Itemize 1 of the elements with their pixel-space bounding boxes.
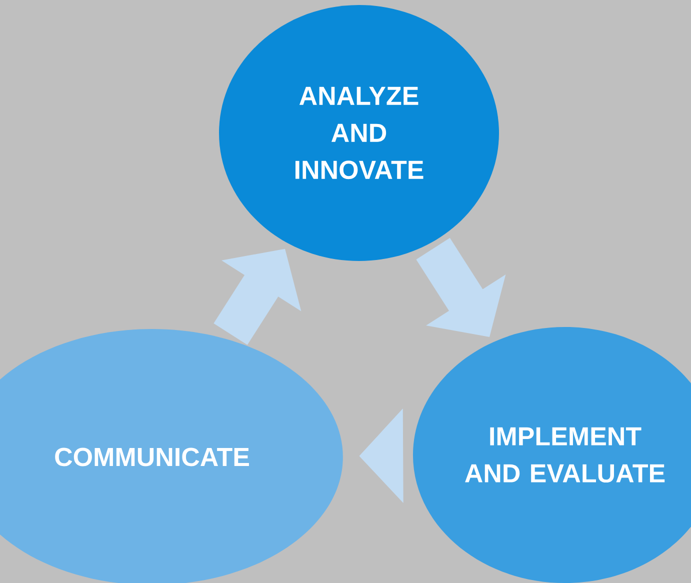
ellipse-node: ANALYZE AND INNOVATE [219, 5, 499, 261]
